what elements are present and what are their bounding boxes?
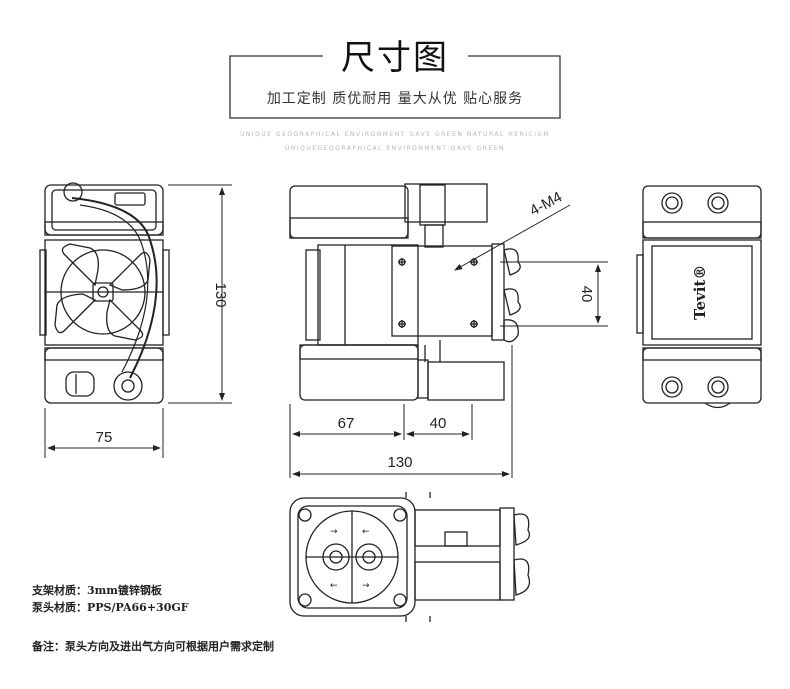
dim-hole-label: 4-M4 xyxy=(527,188,565,219)
dim-side-67: 67 xyxy=(338,415,355,432)
top-view xyxy=(289,492,531,622)
note-head-material: 泵头材质：PPS/PA66+30GF xyxy=(32,601,189,614)
page-subtitle: 加工定制 质优耐用 量大从优 贴心服务 xyxy=(266,91,524,107)
front-view xyxy=(39,182,232,458)
english-tagline-1: UNIQUE GEOGRAPHICAL ENVIRONMENT GAVE GRE… xyxy=(239,131,550,138)
side-view xyxy=(289,183,608,478)
note-remark: 备注：泵头方向及进出气方向可根据用户需求定制 xyxy=(32,640,274,653)
dim-side-40: 40 xyxy=(430,415,447,432)
dim-width-75: 75 xyxy=(96,429,113,446)
svg-text:→: → xyxy=(362,581,370,591)
svg-text:←: ← xyxy=(362,527,370,537)
dim-hole-spacing-40: 40 xyxy=(578,286,595,303)
svg-text:←: ← xyxy=(330,581,338,591)
page-title: 尺寸图 xyxy=(341,38,449,78)
dim-side-130: 130 xyxy=(387,454,412,471)
svg-text:→: → xyxy=(330,527,338,537)
back-view xyxy=(636,185,762,409)
english-tagline-2: UNIQUEGEOGRAPHICAL ENVIRONMENT GAVE GREE… xyxy=(285,145,505,152)
header-frame xyxy=(229,55,561,119)
dim-height-130: 130 xyxy=(212,282,229,307)
note-bracket-material: 支架材质：3mm镀锌钢板 xyxy=(32,584,162,597)
brand-logo: Tevit® xyxy=(691,265,709,320)
top-view-arrows: → ← ← → xyxy=(330,527,370,591)
